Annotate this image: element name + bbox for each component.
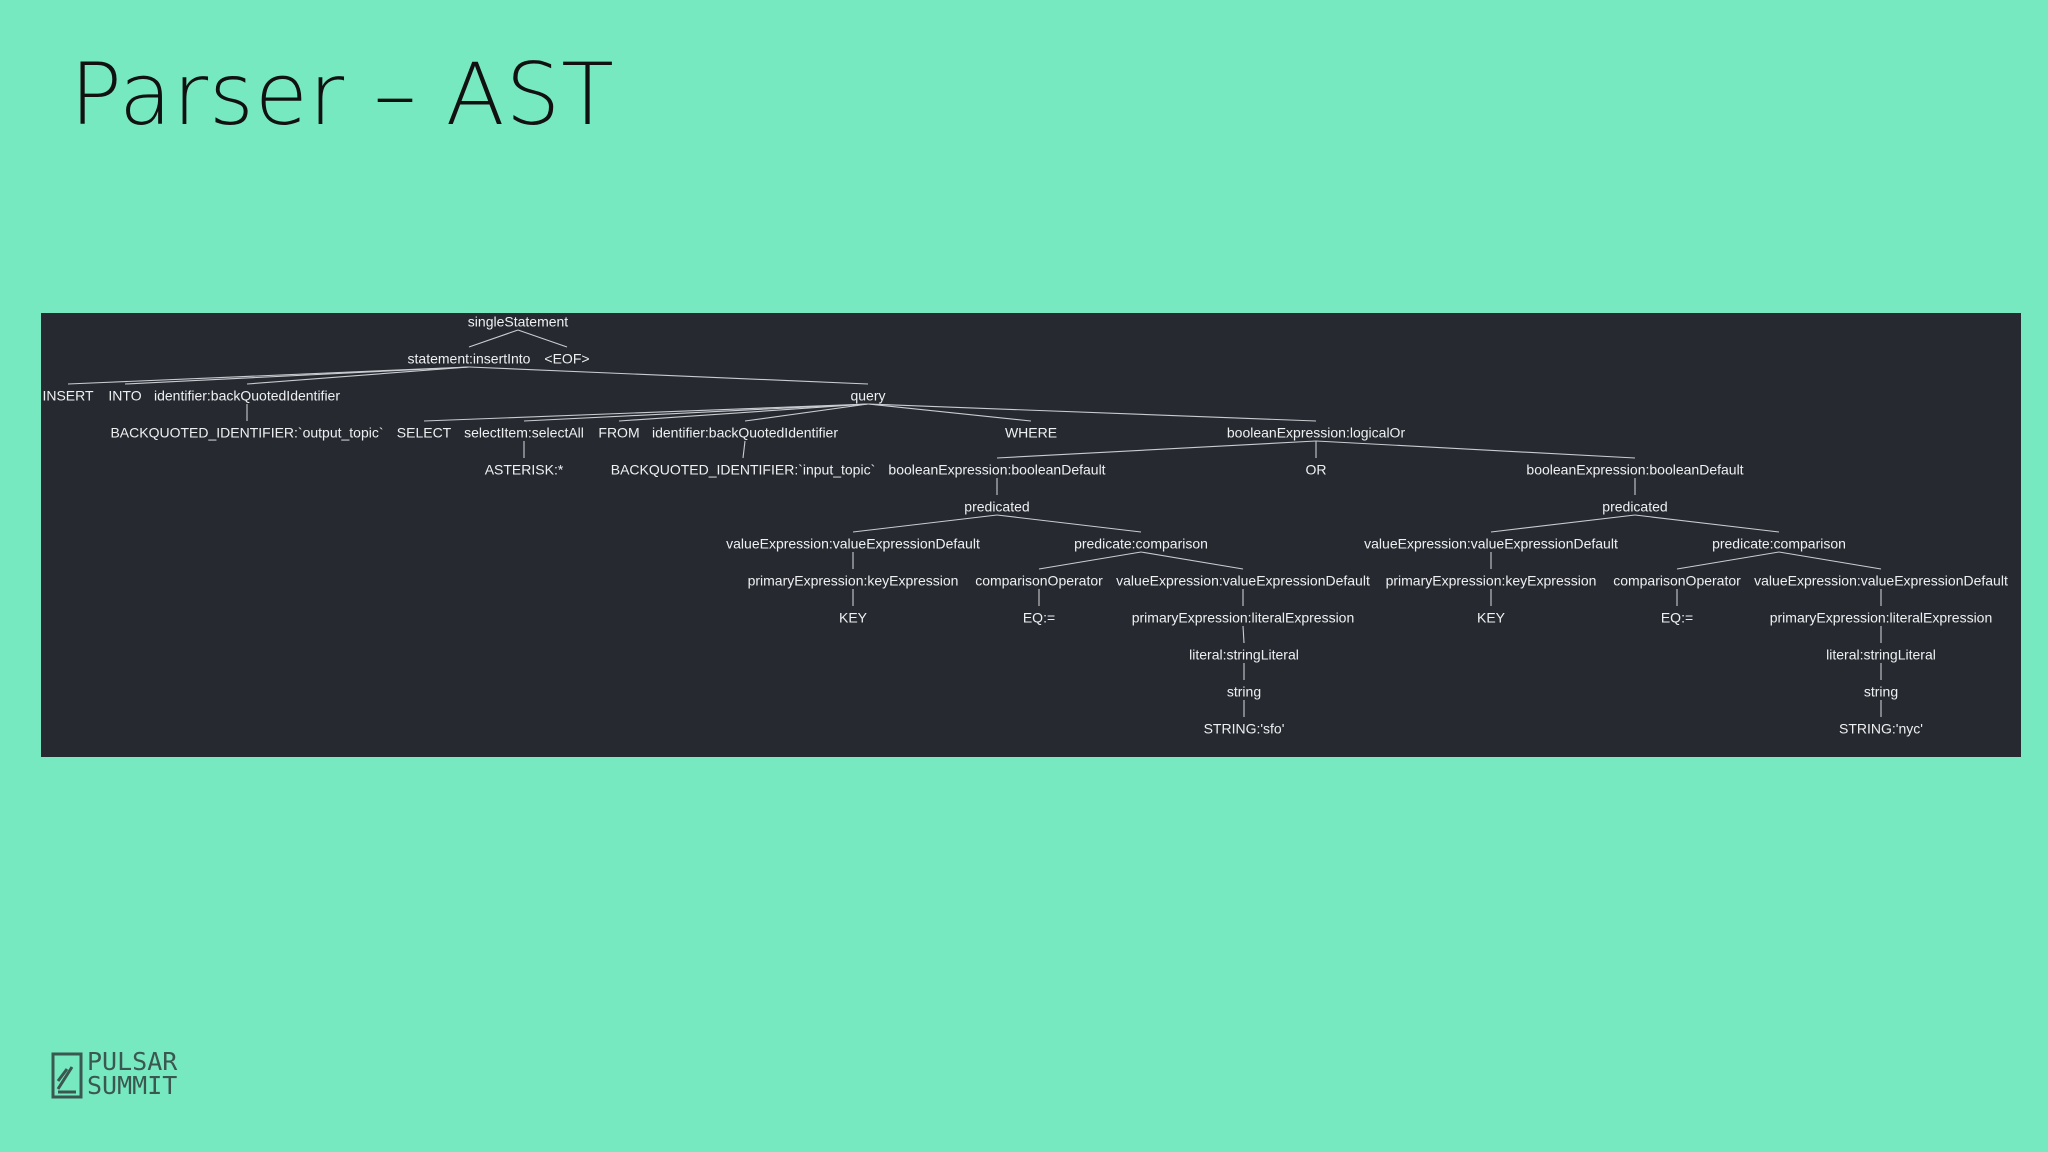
- tree-edge: [867, 403, 1032, 422]
- tree-node-label: STRING:'sfo': [1204, 721, 1285, 737]
- pulsar-logo-icon: [51, 1052, 83, 1099]
- logo-word-pulsar: PULSAR: [87, 1047, 178, 1076]
- tree-edge: [742, 440, 746, 459]
- ast-tree: singleStatement statement:insertInto <EOF>…: [42, 314, 2008, 737]
- tree-edge: [744, 403, 869, 422]
- tree-edge: [468, 366, 869, 385]
- tree-node-label: EQ:=: [1023, 610, 1055, 626]
- tree-node-label: primaryExpression:literalExpression: [1770, 610, 1993, 626]
- tree-edge: [1140, 551, 1244, 570]
- tree-node-label: EQ:=: [1661, 610, 1693, 626]
- tree-node-label: valueExpression:valueExpressionDefault: [1754, 573, 2008, 589]
- tree-node-label: comparisonOperator: [1613, 573, 1741, 589]
- tree-edge: [1634, 514, 1780, 533]
- tree-edge: [1778, 551, 1882, 570]
- tree-edge: [1490, 514, 1636, 533]
- tree-node-label: query: [850, 388, 885, 404]
- tree-node-label: comparisonOperator: [975, 573, 1103, 589]
- tree-node-label: valueExpression:valueExpressionDefault: [726, 536, 980, 552]
- tree-node-label: valueExpression:valueExpressionDefault: [1364, 536, 1618, 552]
- tree-edge: [1676, 551, 1780, 570]
- tree-node-label: string: [1227, 684, 1261, 700]
- tree-edge: [124, 366, 470, 385]
- tree-edge: [867, 403, 1317, 422]
- tree-node-label: INTO: [108, 388, 141, 404]
- tree-node-label: WHERE: [1005, 425, 1057, 441]
- tree-edge: [618, 403, 869, 422]
- tree-node-label: <EOF>: [544, 351, 589, 367]
- tree-node-label: BACKQUOTED_IDENTIFIER:`input_topic`: [611, 462, 876, 478]
- pulsar-summit-logo: PULSAR SUMMIT: [50, 1047, 185, 1102]
- tree-edge: [1242, 625, 1245, 644]
- tree-node-label: valueExpression:valueExpressionDefault: [1116, 573, 1370, 589]
- tree-edge: [1038, 551, 1142, 570]
- tree-node-label: STRING:'nyc': [1839, 721, 1923, 737]
- tree-node-label: OR: [1306, 462, 1327, 478]
- tree-node-label: literal:stringLiteral: [1826, 647, 1936, 663]
- tree-edge: [523, 403, 869, 422]
- tree-node-label: predicated: [1602, 499, 1667, 515]
- tree-node-label: KEY: [839, 610, 868, 626]
- tree-edge: [468, 329, 519, 348]
- tree-node-label: predicated: [964, 499, 1029, 515]
- tree-node-label: identifier:backQuotedIdentifier: [652, 425, 838, 441]
- tree-node-label: ASTERISK:*: [485, 462, 564, 478]
- tree-node-label: statement:insertInto: [408, 351, 531, 367]
- tree-edge: [852, 514, 998, 533]
- tree-node-label: predicate:comparison: [1712, 536, 1846, 552]
- tree-edge: [1315, 440, 1636, 459]
- tree-node-label: booleanExpression:booleanDefault: [1526, 462, 1743, 478]
- tree-node-label: literal:stringLiteral: [1189, 647, 1299, 663]
- tree-node-label: selectItem:selectAll: [464, 425, 584, 441]
- tree-node-label: identifier:backQuotedIdentifier: [154, 388, 340, 404]
- tree-node-label: primaryExpression:literalExpression: [1132, 610, 1355, 626]
- logo-word-summit: SUMMIT: [87, 1071, 178, 1100]
- tree-node-label: string: [1864, 684, 1898, 700]
- slide-title: Parser – AST: [70, 45, 615, 145]
- tree-edge: [246, 366, 470, 385]
- tree-edge: [423, 403, 869, 422]
- tree-node-label: booleanExpression:booleanDefault: [888, 462, 1105, 478]
- tree-node-label: FROM: [598, 425, 639, 441]
- tree-node-label: primaryExpression:keyExpression: [1386, 573, 1597, 589]
- tree-edge: [996, 440, 1317, 459]
- tree-node-label: booleanExpression:logicalOr: [1227, 425, 1406, 441]
- tree-node-label: SELECT: [397, 425, 452, 441]
- tree-node-label: INSERT: [42, 388, 94, 404]
- tree-node-label: primaryExpression:keyExpression: [748, 573, 959, 589]
- tree-node-label: singleStatement: [468, 314, 569, 330]
- tree-node-label: predicate:comparison: [1074, 536, 1208, 552]
- tree-node-label: BACKQUOTED_IDENTIFIER:`output_topic`: [110, 425, 383, 441]
- tree-node-label: KEY: [1477, 610, 1506, 626]
- ast-diagram-panel: singleStatement statement:insertInto <EOF>…: [41, 313, 2021, 757]
- tree-edge: [996, 514, 1142, 533]
- tree-edge: [517, 329, 568, 348]
